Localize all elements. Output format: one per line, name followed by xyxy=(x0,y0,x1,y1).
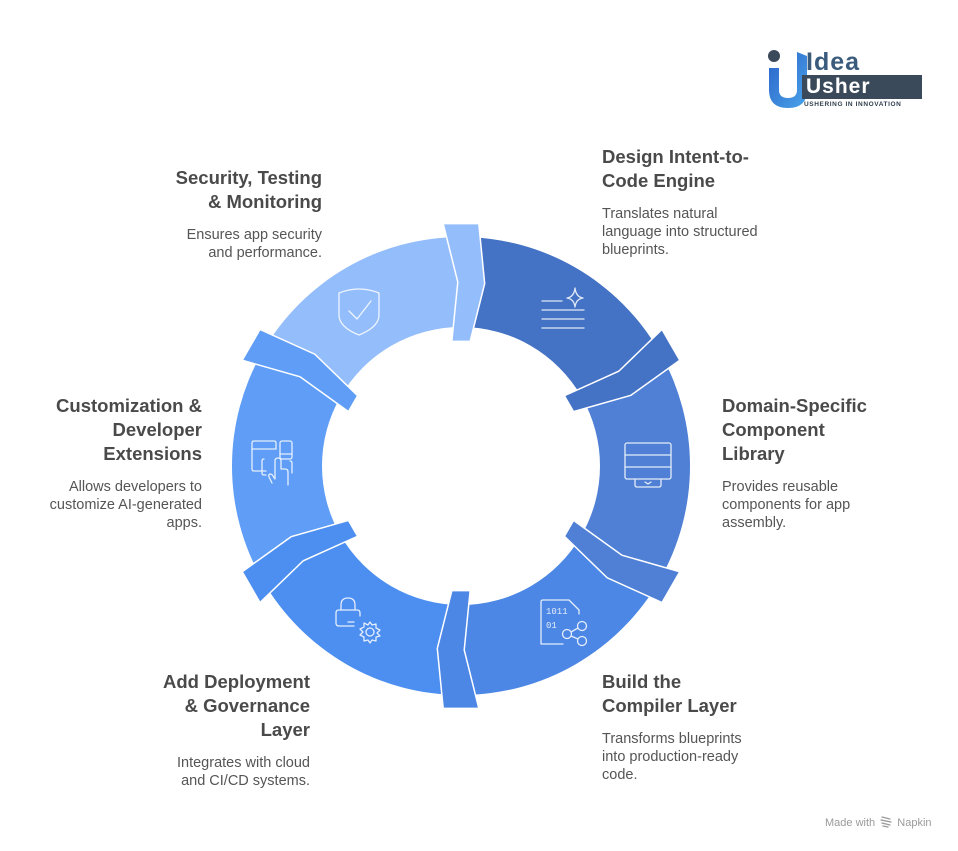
step-security: Security, Testing & Monitoring Ensures a… xyxy=(122,166,322,262)
made-with-napkin: Made with Napkin xyxy=(825,816,932,829)
chevron-connector xyxy=(563,328,681,413)
chevron-connector xyxy=(241,519,359,604)
chevron-connector xyxy=(563,519,681,604)
component-stack-icon xyxy=(624,442,672,488)
napkin-logo-icon xyxy=(880,816,892,828)
step-title: Add Deployment & Governance Layer xyxy=(163,671,310,740)
lock-gear-icon xyxy=(335,597,381,644)
ring-segment-customization xyxy=(231,351,341,581)
logo-tagline: USHERING IN INNOVATION xyxy=(804,101,902,108)
step-compiler: Build the Compiler Layer Transforms blue… xyxy=(602,670,802,784)
step-description: Allows developers to customize AI-genera… xyxy=(49,479,202,531)
chevron-connector xyxy=(436,589,480,710)
binary-file-share-icon: 1011 01 xyxy=(540,599,588,647)
shield-check-icon xyxy=(338,288,380,336)
svg-text:1011: 1011 xyxy=(546,607,568,617)
sparkle-text-icon xyxy=(541,287,585,329)
logo-word-usher: Usher xyxy=(802,75,922,99)
step-description: Transforms blueprints into production-re… xyxy=(602,731,742,783)
ring-segment-library xyxy=(581,351,690,581)
step-design: Design Intent-to- Code Engine Translates… xyxy=(602,145,802,259)
step-description: Integrates with cloud and CI/CD systems. xyxy=(177,755,310,789)
logo-word-idea: Idea xyxy=(806,48,861,76)
ring-segment-deployment xyxy=(262,535,461,695)
chevron-connector xyxy=(442,222,486,343)
svg-text:01: 01 xyxy=(546,621,557,631)
logo-mark-icon xyxy=(768,50,807,108)
step-description: Provides reusable components for app ass… xyxy=(722,479,851,531)
step-deployment: Add Deployment & Governance Layer Integr… xyxy=(110,670,310,790)
step-title: Domain-Specific Component Library xyxy=(722,395,867,464)
step-customization: Customization & Developer Extensions All… xyxy=(2,394,202,532)
step-description: Translates natural language into structu… xyxy=(602,206,758,258)
ring-segment-design xyxy=(461,237,660,397)
step-title: Customization & Developer Extensions xyxy=(56,395,202,464)
step-title: Security, Testing & Monitoring xyxy=(175,167,322,212)
touch-devices-icon xyxy=(251,440,293,486)
idea-usher-logo: Idea Usher USHERING IN INNOVATION xyxy=(766,48,926,112)
step-title: Design Intent-to- Code Engine xyxy=(602,146,749,191)
step-library: Domain-Specific Component Library Provid… xyxy=(722,394,922,532)
step-description: Ensures app security and performance. xyxy=(186,227,322,261)
step-title: Build the Compiler Layer xyxy=(602,671,737,716)
chevron-connector xyxy=(241,328,359,413)
